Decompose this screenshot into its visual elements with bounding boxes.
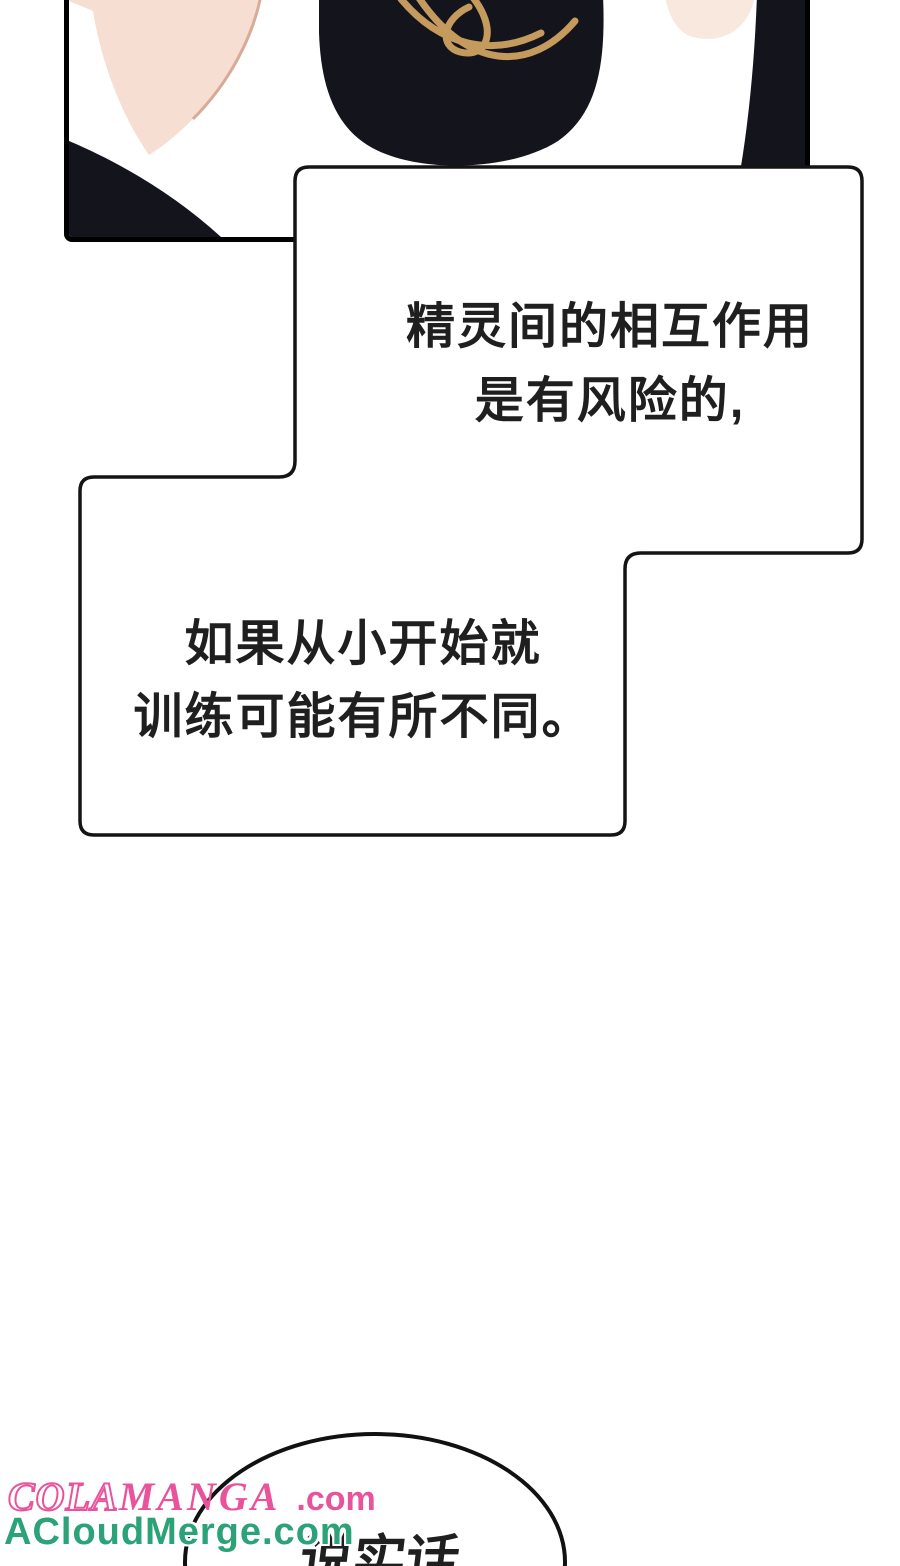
comic-panel	[64, 0, 810, 242]
speech-line: 如果从小开始就	[184, 617, 542, 671]
gold-embroidery	[397, 0, 579, 60]
speech-line: 训练可能有所不同。	[133, 690, 593, 744]
panel-artwork	[69, 0, 805, 237]
watermark-acloudmerge: ACloudMerge.com	[4, 1511, 355, 1553]
watermark-colamanga-manga: MANGA	[118, 1474, 281, 1519]
watermark-colamanga-cola: COLA	[7, 1474, 119, 1519]
watermark-colamanga-dotcom: .com	[296, 1480, 376, 1518]
speech-line: 精灵间的相互作用	[405, 300, 814, 354]
watermark-colamanga: COLAMANGA .com	[7, 1474, 376, 1519]
speech-text-1: 精灵间的相互作用 是有风险的,	[350, 290, 870, 438]
speech-line: 是有风险的,	[474, 374, 746, 428]
speech-text-2: 如果从小开始就 训练可能有所不同。	[103, 608, 623, 754]
